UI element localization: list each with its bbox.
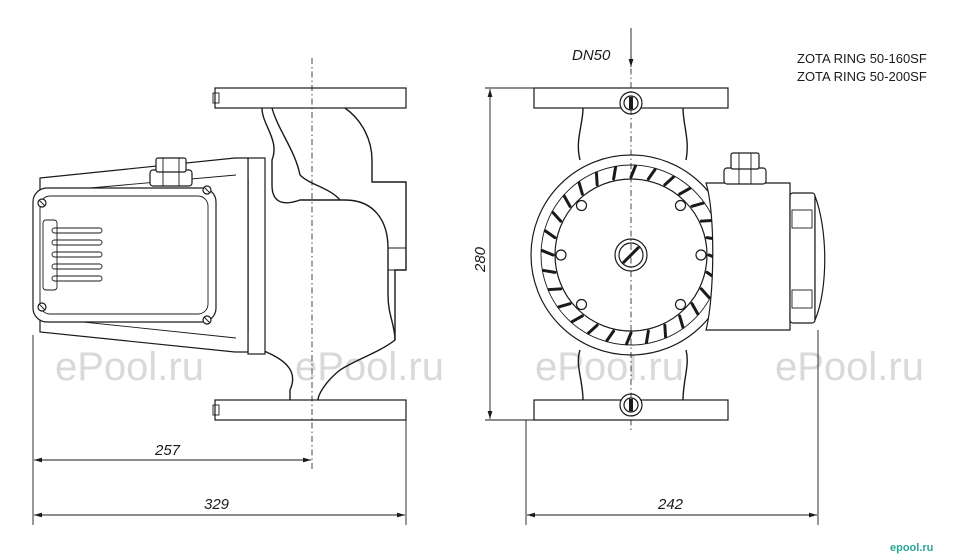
motor-bolt: [555, 249, 567, 261]
height-dimension: 280: [472, 87, 534, 421]
cooling-fin: [540, 249, 555, 257]
motor-bolts: [555, 199, 707, 311]
bottom-flange: [214, 399, 407, 421]
cooling-fin: [663, 323, 668, 339]
watermark-group: ePool.ru ePool.ru ePool.ru ePool.ru: [55, 345, 924, 389]
cooling-fin: [678, 314, 685, 329]
watermark-4: ePool.ru: [775, 345, 924, 389]
height-label: 280: [472, 246, 489, 273]
terminal-box-screws: [37, 185, 212, 325]
watermark-2: ePool.ru: [295, 345, 444, 389]
top-flange-bolt: [212, 92, 220, 104]
model-name-1: ZOTA RING 50-160SF: [797, 51, 927, 66]
total-length-label: 329: [204, 496, 230, 513]
front-bottom-neck: [577, 349, 688, 401]
cooling-fin: [678, 186, 692, 196]
terminal-box: [32, 187, 217, 323]
pump-body-outline-left: [261, 107, 341, 400]
cooling-fin: [699, 218, 715, 223]
total-length-dimension: 329: [34, 420, 407, 525]
cooling-fin: [644, 329, 650, 345]
motor-bolt: [674, 298, 687, 311]
cooling-fin: [577, 181, 584, 196]
motor-bolt: [674, 199, 687, 212]
cooling-fin: [562, 194, 572, 208]
flange-width-dimension: 242: [525, 330, 819, 525]
front-terminal-box: [705, 152, 826, 331]
cooling-fin: [570, 314, 584, 324]
watermark-1: ePool.ru: [55, 345, 204, 389]
cooling-fin: [541, 268, 557, 274]
pump-front-view: [530, 87, 826, 421]
motor-flange-plate: [247, 157, 266, 355]
motor-bolt: [695, 249, 707, 261]
top-flange: [214, 87, 407, 109]
terminal-box-inner: [39, 195, 209, 315]
pump-side-view: [32, 87, 407, 421]
cooling-fin: [663, 175, 676, 187]
cable-gland-side: [149, 157, 193, 187]
cooling-fin: [547, 287, 563, 292]
cooling-fins: [540, 164, 722, 346]
cooling-fin: [594, 171, 599, 187]
motor-bolt: [575, 199, 588, 212]
model-name-2: ZOTA RING 50-200SF: [797, 69, 927, 84]
bottom-flange-bolt: [212, 404, 220, 416]
cooling-fin: [551, 210, 563, 223]
cooling-fin: [557, 302, 572, 309]
pump-body-outline-right: [344, 107, 407, 340]
motor-bolt: [575, 298, 588, 311]
cooling-fin: [629, 164, 637, 179]
cooling-fin: [543, 229, 557, 240]
brand-mark: epool.ru: [890, 542, 933, 554]
cooling-fin: [690, 302, 700, 316]
cooling-fin: [690, 201, 705, 208]
cooling-fin: [699, 287, 711, 300]
flange-width-label: 242: [657, 496, 684, 513]
dn50-label: DN50: [572, 47, 611, 64]
cooling-fin: [612, 165, 618, 181]
motor-axis-length-dimension: 257: [32, 335, 311, 525]
center-vent-plug: [614, 238, 648, 272]
cooling-fin: [625, 331, 633, 346]
terminal-box-side-panel: [42, 219, 58, 291]
bottom-drain-plug: [619, 393, 643, 417]
pump-body-detail: [388, 247, 406, 271]
cooling-fin: [605, 329, 616, 343]
pump-body-outline: [261, 107, 396, 401]
motor-axis-length-label: 257: [154, 442, 181, 459]
terminal-box-vents: [51, 227, 103, 282]
front-top-neck: [577, 107, 688, 161]
cooling-fin: [646, 167, 657, 181]
cooling-fin: [586, 323, 599, 335]
